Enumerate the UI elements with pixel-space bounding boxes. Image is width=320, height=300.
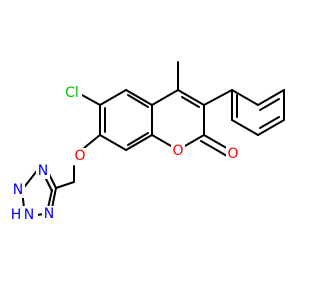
bond [55,181,75,189]
bond [151,89,179,106]
bond [47,189,53,209]
label-mask [8,206,38,224]
bond [81,94,101,106]
bond [203,134,231,151]
bond [51,187,57,209]
bond [99,89,127,106]
label-mask [226,146,240,162]
bond [257,119,285,136]
label-mask [60,84,82,102]
bond [83,134,101,149]
tetrazole-n-left-label: N [13,182,23,198]
label-mask [36,163,50,179]
ether-oxygen-label: O [74,148,85,164]
bond [203,89,233,106]
label-mask [73,148,87,164]
tetrazole-nh-hydrogen-label: H [11,207,22,223]
bond [125,134,153,151]
bond [259,116,280,129]
bond [181,96,200,108]
tetrazole-n-right-label: N [44,206,54,222]
canvas-background [0,0,300,300]
bond [127,132,149,146]
bond [127,94,149,108]
bond [257,89,285,106]
atom-label-layer: Cl O O O N N H N N [8,84,240,224]
label-mask [11,182,25,198]
molecule-structure: Cl O O O N N H N N [0,0,300,300]
label-mask [42,206,56,222]
tetrazole-nh-nitrogen-label: N [24,207,34,223]
bond [99,134,127,151]
bond [231,89,259,106]
bond [125,89,153,106]
ring-oxygen-label: O [172,143,183,159]
bond [259,98,280,111]
tetrazole-n-top-label: N [38,163,48,179]
carbonyl-oxygen-label: O [227,146,238,162]
chlorine-atom-label: Cl [65,85,79,101]
bond [200,140,228,157]
label-mask [171,143,185,159]
bond [231,119,259,136]
bond [177,89,205,106]
